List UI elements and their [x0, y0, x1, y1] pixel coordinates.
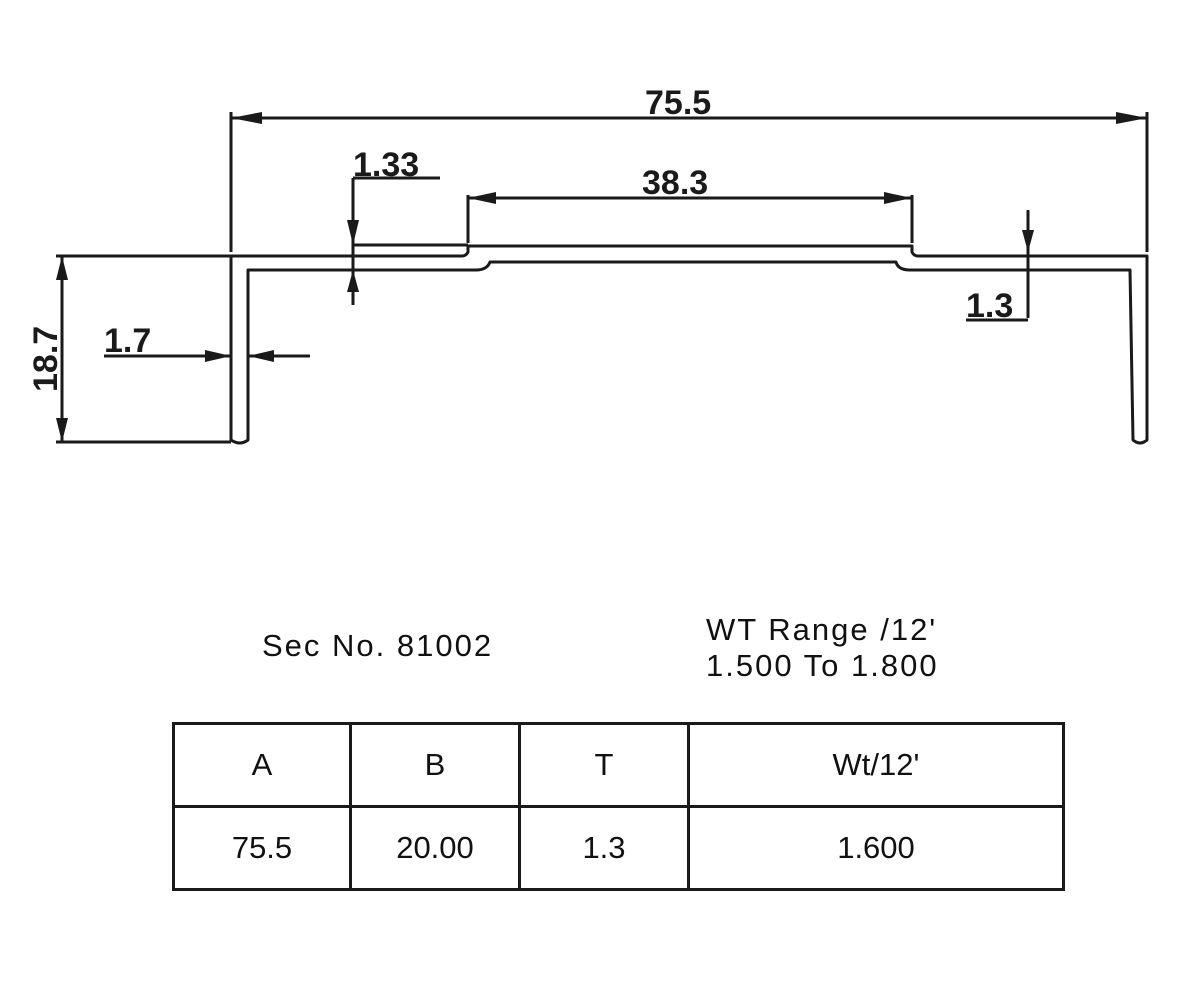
top-width-arrow-right — [884, 192, 912, 204]
header-wt: Wt/12' — [687, 722, 1065, 808]
cell-t: 1.3 — [518, 805, 690, 891]
header-t: T — [518, 722, 690, 808]
profile-drawing: 75.5 38.3 1.33 1.3 18.7 1.7 — [27, 84, 1149, 445]
cell-b: 20.00 — [349, 805, 521, 891]
height-label: 18.7 — [27, 326, 65, 392]
offset-label: 1.33 — [353, 146, 419, 184]
spec-table: A B T Wt/12' 75.5 20.00 1.3 1.600 — [172, 722, 1065, 891]
cell-wt: 1.600 — [687, 805, 1065, 891]
wall-thickness-arrow-left — [205, 350, 231, 362]
spec-table-row: 75.5 20.00 1.3 1.600 — [172, 805, 1065, 891]
profile-outer-outline — [229, 244, 1149, 445]
top-width-label: 38.3 — [642, 164, 708, 202]
header-b: B — [349, 722, 521, 808]
spec-table-header-row: A B T Wt/12' — [172, 722, 1065, 808]
top-width-arrow-left — [468, 192, 496, 204]
thickness-right-label: 1.3 — [966, 287, 1013, 325]
offset-arrow-bottom — [347, 270, 359, 292]
weight-range-values: 1.500 To 1.800 — [706, 648, 939, 683]
overall-width-arrow-left — [231, 112, 262, 124]
weight-range: WT Range /12' 1.500 To 1.800 — [706, 612, 939, 684]
height-arrow-bottom — [56, 418, 68, 442]
section-number: Sec No. 81002 — [262, 628, 494, 663]
overall-width-label: 75.5 — [645, 84, 711, 122]
header-a: A — [172, 722, 352, 808]
wall-thickness-label: 1.7 — [104, 322, 151, 360]
offset-arrow-top — [347, 220, 359, 245]
weight-range-title: WT Range /12' — [706, 612, 938, 647]
cell-a: 75.5 — [172, 805, 352, 891]
wall-thickness-arrow-right — [248, 350, 274, 362]
height-arrow-top — [56, 256, 68, 280]
thickness-right-arrow — [1022, 230, 1034, 252]
overall-width-arrow-right — [1116, 112, 1147, 124]
